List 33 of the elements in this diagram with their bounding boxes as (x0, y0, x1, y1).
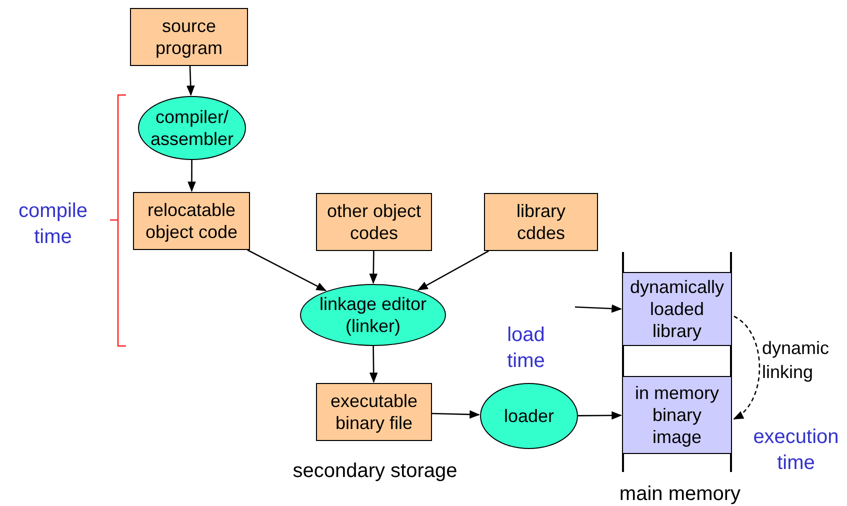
memory-block (622, 272, 732, 346)
node-label: in memory binary image (634, 382, 720, 448)
node-label: loader (504, 405, 554, 427)
node-label: linkage editor (linker) (318, 293, 428, 337)
text-label: execution time (752, 425, 840, 476)
process-box (316, 193, 432, 251)
arrow (578, 411, 622, 420)
arrow (369, 346, 378, 384)
arrow (417, 250, 489, 290)
arrow (574, 304, 622, 313)
process-box (484, 193, 598, 251)
process-box (316, 383, 432, 441)
edge-label: dynamic linking (762, 337, 830, 384)
node-label: executable binary file (329, 390, 419, 434)
arrow (369, 251, 378, 284)
node-label: source program (154, 15, 224, 59)
text-label: main memory (618, 482, 742, 506)
node-label: dynamically loaded library (630, 276, 724, 342)
arrow (247, 249, 327, 292)
node-label: other object codes (326, 200, 422, 244)
process-box (133, 192, 250, 250)
node-label: library cddes (515, 200, 566, 244)
arrow (186, 66, 195, 96)
text-label: secondary storage (292, 459, 458, 484)
memory-block (622, 376, 732, 454)
arrow (188, 160, 196, 192)
process-box (130, 8, 248, 66)
dashed-arrow (733, 316, 760, 420)
text-label: compile time (18, 199, 88, 250)
text-label: load time (506, 323, 546, 374)
node-label: compiler/ assembler (149, 106, 235, 150)
node-label: relocatable object code (144, 199, 239, 243)
arrow (432, 410, 480, 419)
